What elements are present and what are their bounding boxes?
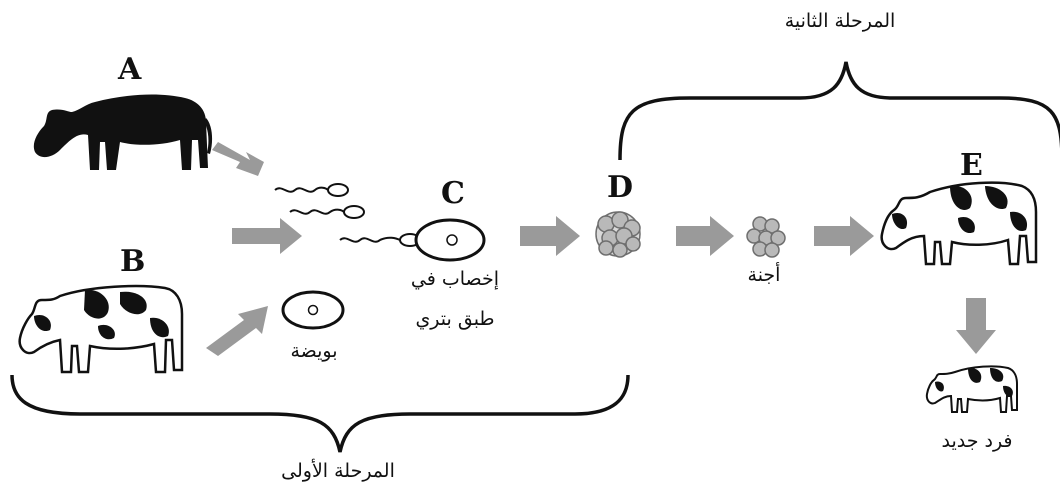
cow-e-icon <box>880 181 1038 266</box>
arrow-b-to-sperm <box>232 218 302 254</box>
cow-b-icon <box>18 284 184 374</box>
arrow-d-to-embryos <box>676 216 734 256</box>
arrow-embryos-to-e <box>814 216 874 256</box>
embryos-icon <box>746 216 786 258</box>
stage-one-brace <box>10 374 630 453</box>
arrow-a-to-sperm <box>212 142 264 176</box>
egg-cell-icon <box>281 290 345 330</box>
label-a: A <box>118 52 142 87</box>
embryos-label: أجنة <box>747 264 781 286</box>
cow-a-icon <box>33 94 213 170</box>
stage-two-label: المرحلة الثانية <box>784 10 896 32</box>
label-b: B <box>120 244 146 279</box>
label-c: C <box>441 176 465 211</box>
arrow-b-to-egg <box>206 306 268 356</box>
stage-one-label: المرحلة الأولى <box>281 460 395 482</box>
label-e: E <box>960 148 983 183</box>
arrow-c-to-d <box>520 216 580 256</box>
egg-label: بويضة <box>290 340 338 362</box>
morula-icon <box>595 211 641 258</box>
fertilization-label-line1: إخصاب في <box>410 268 500 290</box>
new-cow-icon <box>925 365 1018 413</box>
stage-two-brace <box>618 61 1060 161</box>
new-individual-label: فرد جديد <box>941 430 1013 452</box>
arrow-e-to-new <box>956 298 996 354</box>
label-d: D <box>607 170 634 205</box>
fertilization-label-line2: طبق بتري <box>415 308 495 330</box>
fertilized-egg-icon <box>414 218 486 262</box>
